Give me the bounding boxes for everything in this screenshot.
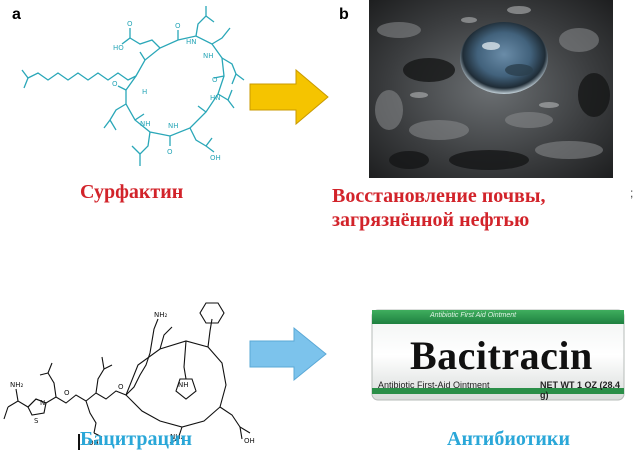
bacitracin-label-nh2-3: NH₂ bbox=[170, 433, 184, 441]
bacitracin-label-oh1: OH bbox=[88, 439, 99, 447]
bacitracin-label-n: N bbox=[40, 399, 45, 407]
bacitracin-structure: NH₂ N S OH NH₂ NH NH₂ OH O O bbox=[3, 302, 255, 447]
surfactin-label-o3: O bbox=[112, 80, 118, 88]
surfactin-label-o5: O bbox=[167, 148, 173, 156]
tube-right-text: NET WT 1 OZ (28.4 g) bbox=[540, 380, 621, 400]
text-cursor-mark bbox=[78, 434, 80, 450]
tube-band-text: Antibiotic First Aid Ointment bbox=[430, 312, 517, 319]
surfactin-label-o2: O bbox=[175, 22, 181, 30]
panel-letter-b: b bbox=[339, 6, 349, 23]
panel-letter-a: a bbox=[12, 6, 21, 23]
surfactin-label-ho: HO bbox=[113, 44, 124, 52]
surfactin-label-nh1: NH bbox=[203, 52, 214, 60]
surfactin-label-nh2: NH bbox=[140, 120, 151, 128]
surfactin-caption: Сурфактин bbox=[80, 181, 184, 203]
side-mark: ; bbox=[630, 186, 634, 200]
bacitracin-label-s: S bbox=[34, 417, 39, 425]
tube-left-text: Antibiotic First-Aid Ointment bbox=[378, 380, 490, 390]
antibiotics-caption: Антибиотики bbox=[447, 428, 570, 450]
surfactin-label-hn2: HN bbox=[210, 94, 221, 102]
soil-caption-line1: Восстановление почвы, bbox=[332, 185, 546, 207]
surfactin-label-oh: OH bbox=[210, 154, 221, 162]
surfactin-structure: HO O O HN H O O HN NH NH NH O OH bbox=[21, 6, 245, 166]
surfactin-label-hn1: HN bbox=[186, 38, 197, 46]
bacitracin-label-nh2-2: NH₂ bbox=[154, 311, 168, 319]
surfactin-label-nh3: NH bbox=[168, 122, 179, 130]
arrow-blue-icon bbox=[249, 326, 327, 382]
bacitracin-label-nh: NH bbox=[178, 381, 189, 389]
bacitracin-tube: Antibiotic First Aid Ointment Bacitracin… bbox=[370, 304, 628, 404]
arrow-yellow-icon bbox=[249, 68, 329, 126]
bacitracin-caption: Бацитрацин bbox=[80, 428, 193, 450]
surfactin-label-o1: O bbox=[127, 20, 133, 28]
bacitracin-label-oh2: OH bbox=[244, 437, 255, 445]
tube-brand: Bacitracin bbox=[410, 333, 593, 378]
bacitracin-label-o2: O bbox=[118, 383, 124, 391]
soil-caption-line2: загрязнённой нефтью bbox=[332, 209, 530, 231]
surfactin-label-h: H bbox=[142, 88, 147, 96]
bacitracin-label-nh2-1: NH₂ bbox=[10, 381, 24, 389]
bacitracin-label-o1: O bbox=[64, 389, 70, 397]
surfactin-label-o4: O bbox=[212, 76, 218, 84]
oil-soil-photo bbox=[369, 0, 613, 178]
